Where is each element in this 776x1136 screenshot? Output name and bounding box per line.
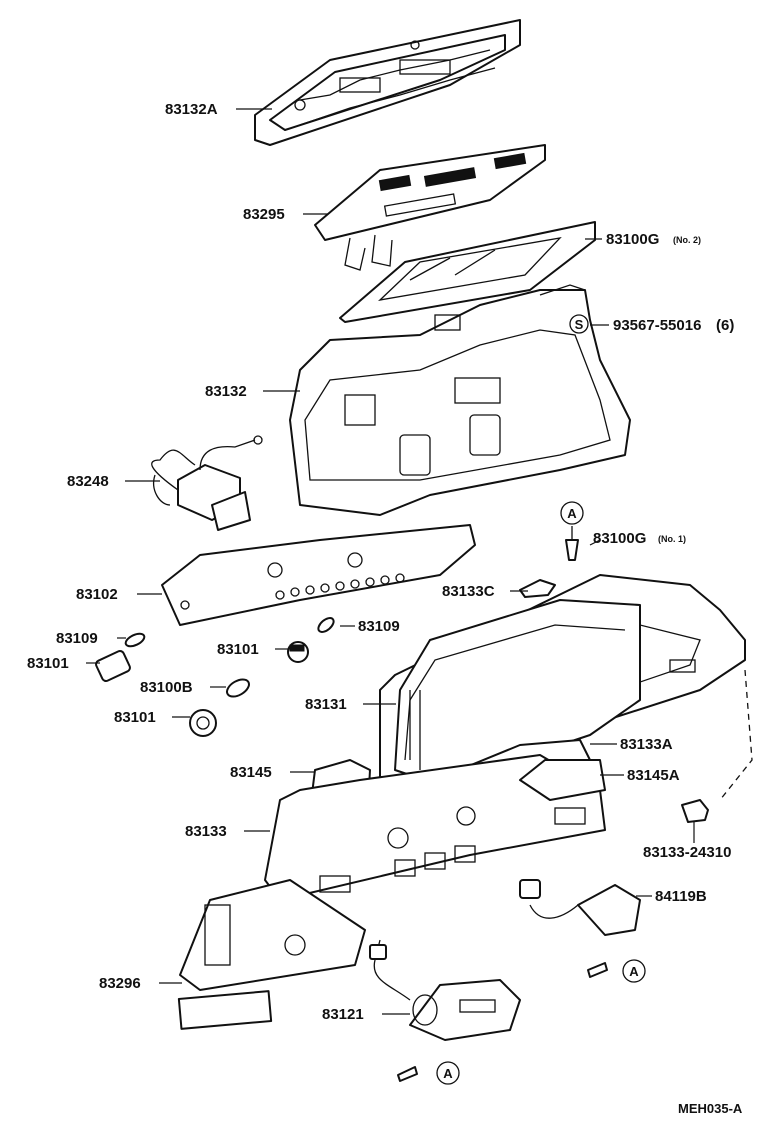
part-83109-bulb-center [317, 617, 335, 633]
label-83133-24310: 83133-24310 [643, 844, 731, 861]
svg-text:A: A [629, 964, 639, 979]
label-83102: 83102 [76, 586, 118, 603]
callout-a-upper-icon: A [560, 501, 584, 525]
part-83101-socket-left [95, 650, 131, 682]
screw-upper [565, 526, 579, 561]
label-83133: 83133 [185, 823, 227, 840]
label-83145: 83145 [230, 764, 272, 781]
label-83100B: 83100B [140, 679, 193, 696]
label-83100G-no1-sub: (No. 1) [658, 534, 686, 544]
label-83295: 83295 [243, 206, 285, 223]
part-83248-sensor [151, 435, 263, 531]
part-labels: 83132A 83295 83100G (No. 2) 93567-55016 … [27, 101, 743, 1116]
part-83101-socket-lower [189, 709, 217, 737]
label-83133C: 83133C [442, 583, 495, 600]
label-83100G-no1: 83100G [593, 530, 646, 547]
label-83109-center: 83109 [358, 618, 400, 635]
label-83132A: 83132A [165, 101, 218, 118]
label-83101-center: 83101 [217, 641, 259, 658]
label-83100G-no2: 83100G [606, 231, 659, 248]
leader-lines [86, 108, 695, 1015]
label-93567-55016: 93567-55016 [613, 317, 701, 334]
callout-a-bottom-icon: A [436, 1061, 460, 1085]
label-83296: 83296 [99, 975, 141, 992]
label-93567-qty: (6) [716, 317, 734, 334]
label-83133A: 83133A [620, 736, 673, 753]
callout-a-right-icon: A [622, 959, 646, 983]
part-83133-24310-clip [681, 799, 709, 823]
label-83121: 83121 [322, 1006, 364, 1023]
part-83131-hood [394, 599, 641, 786]
s-symbol-icon: S [569, 314, 589, 334]
part-83133C-clip [519, 579, 556, 598]
svg-text:A: A [567, 506, 577, 521]
label-83132: 83132 [205, 383, 247, 400]
part-83296-board [177, 879, 366, 1030]
label-83101-left: 83101 [27, 655, 69, 672]
label-83100G-no2-sub: (No. 2) [673, 235, 701, 245]
label-83145A: 83145A [627, 767, 680, 784]
svg-text:S: S [575, 317, 584, 332]
part-83295-board [314, 144, 546, 271]
screw-right [587, 962, 608, 978]
label-84119B: 84119B [655, 888, 707, 905]
part-83100G-no2-glass [339, 221, 596, 323]
part-83132-main-case [289, 284, 631, 516]
part-83100B-bulb [226, 678, 250, 698]
label-83131: 83131 [305, 696, 347, 713]
screw-bottom [397, 1066, 418, 1082]
diagram-code: MEH035-A [678, 1101, 743, 1116]
label-83109-left: 83109 [56, 630, 98, 647]
part-84119B-switch [519, 879, 641, 936]
part-83132A-cover [254, 19, 521, 146]
svg-text:A: A [443, 1066, 453, 1081]
part-83102-plate [161, 524, 476, 626]
label-83101-lower: 83101 [114, 709, 156, 726]
part-83109-bulb-left [124, 632, 146, 648]
part-83121-drive-unit [369, 939, 521, 1041]
label-83248: 83248 [67, 473, 109, 490]
part-83101-socket-center [287, 641, 309, 663]
